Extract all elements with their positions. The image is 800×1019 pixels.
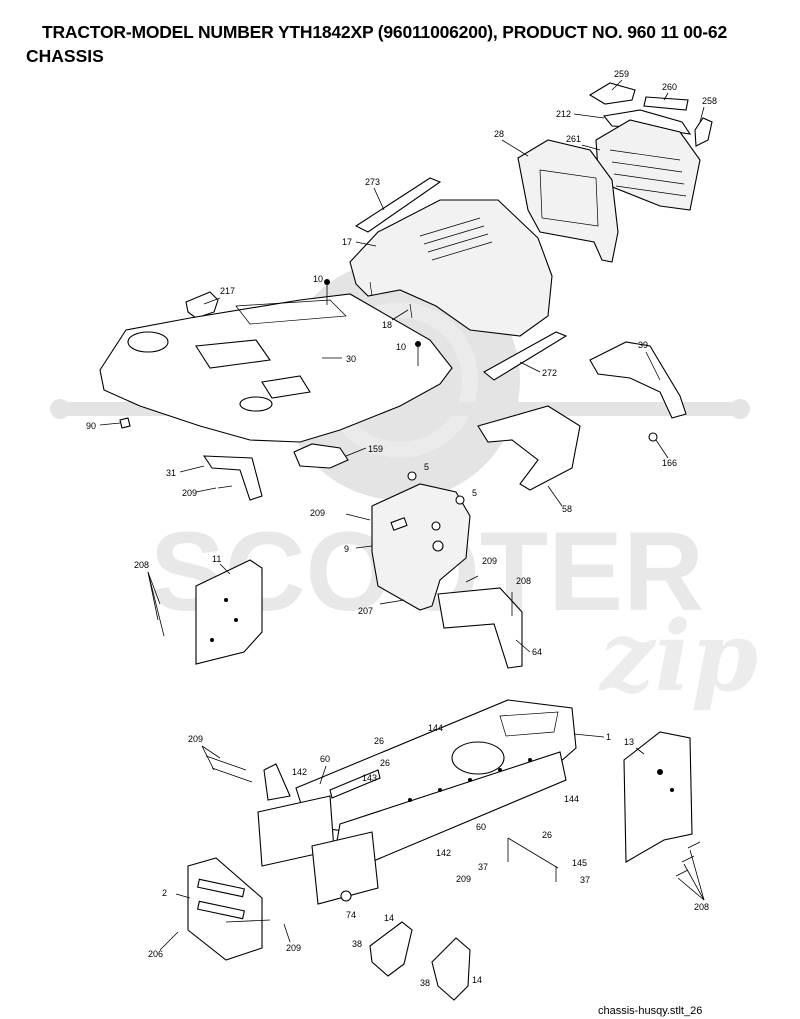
- callout: 212: [556, 109, 571, 119]
- cup-holder: [127, 331, 169, 353]
- callout: 26: [380, 758, 390, 768]
- screw-10-b: [415, 341, 421, 347]
- fender-assembly: [99, 279, 687, 669]
- callout: 39: [638, 340, 648, 350]
- plate-142-b: [311, 831, 379, 905]
- vent-strip-273: [354, 177, 442, 233]
- callout: 11: [212, 554, 221, 564]
- bar-143: [329, 769, 381, 799]
- callout: 9: [344, 544, 349, 554]
- callout: 259: [614, 69, 629, 79]
- bracket-38-a: [369, 921, 413, 977]
- callout: 14: [472, 975, 482, 985]
- callout: 74: [346, 910, 356, 920]
- callout: 209: [182, 488, 197, 498]
- callout: 38: [420, 978, 430, 988]
- callout: 60: [320, 754, 330, 764]
- callout: 261: [566, 134, 581, 144]
- callout: 2: [162, 888, 167, 898]
- heat-shield-58: [477, 405, 581, 491]
- watermark-script: zip: [598, 600, 758, 713]
- callout: 30: [346, 354, 356, 364]
- callout: 10: [396, 342, 406, 352]
- frame-assembly: [187, 699, 701, 1001]
- callout: 159: [368, 444, 383, 454]
- callout: 209: [456, 874, 471, 884]
- dash-panel: [195, 339, 271, 369]
- callout: 31: [166, 468, 176, 478]
- cup-159: [293, 443, 349, 469]
- callout: 208: [134, 560, 149, 570]
- callout: 5: [472, 488, 477, 498]
- fender-30: [99, 293, 453, 443]
- emblem-260: [643, 96, 689, 111]
- callout: 260: [662, 82, 677, 92]
- hood-assembly: [349, 82, 713, 381]
- nut-90: [119, 417, 131, 429]
- callout: 143: [362, 773, 377, 783]
- callout: 209: [286, 943, 301, 953]
- callout: 37: [580, 875, 590, 885]
- bracket-64: [437, 587, 523, 669]
- callout: 258: [702, 96, 717, 106]
- callout: 26: [542, 830, 552, 840]
- callout: 209: [310, 508, 325, 518]
- callout: 142: [292, 767, 307, 777]
- callout: 209: [188, 734, 203, 744]
- grille-side-258: [694, 117, 713, 147]
- callout: 28: [494, 129, 504, 139]
- file-reference: chassis-husqy.stlt_26: [598, 1005, 703, 1017]
- plate-13: [623, 731, 693, 863]
- callout: 37: [478, 862, 488, 872]
- callout: 208: [694, 902, 709, 912]
- callout: 10: [313, 274, 323, 284]
- callout: 18: [382, 320, 392, 330]
- nut-166: [648, 432, 658, 442]
- louver-212: [602, 109, 692, 135]
- callout: 144: [564, 794, 579, 804]
- bracket-38-b: [431, 937, 471, 1001]
- callout: 207: [358, 606, 373, 616]
- handle-217: [185, 291, 219, 319]
- dash-9: [371, 483, 471, 611]
- callout: 60: [476, 822, 486, 832]
- screw-10-a: [324, 279, 330, 285]
- callout: 144: [428, 723, 443, 733]
- callout: 209: [482, 556, 497, 566]
- page-title: TRACTOR-MODEL NUMBER YTH1842XP (96011006…: [42, 22, 727, 42]
- page-subtitle: CHASSIS: [26, 46, 104, 66]
- bracket-39: [589, 341, 687, 419]
- hood-17: [349, 199, 553, 337]
- headlight-lens-259: [588, 82, 636, 105]
- fastener-5-b: [455, 495, 465, 505]
- side-vent-272: [483, 331, 568, 381]
- bracket-31: [202, 455, 263, 501]
- callout: 14: [384, 913, 394, 923]
- callout: 217: [220, 286, 235, 296]
- callout: 206: [148, 949, 163, 959]
- console-opening: [261, 375, 311, 399]
- fastener-5-a: [407, 471, 417, 481]
- callout: 90: [86, 421, 96, 431]
- callout: 273: [365, 177, 380, 187]
- callout: 38: [352, 939, 362, 949]
- spacer-74: [340, 890, 352, 902]
- callout: 142: [436, 848, 451, 858]
- callout: 145: [572, 858, 587, 868]
- callout: 58: [562, 504, 572, 514]
- callout: 17: [342, 237, 352, 247]
- callout: 166: [662, 458, 677, 468]
- leader-lines: [99, 79, 705, 951]
- callout: 272: [542, 368, 557, 378]
- callout: 26: [374, 736, 384, 746]
- callout: 1: [606, 732, 611, 742]
- callout-labels: 259 260 258 212 28 261 273 17 10 217 18 …: [86, 69, 717, 988]
- callout: 64: [532, 647, 542, 657]
- callout: 5: [424, 462, 429, 472]
- callout: 13: [624, 737, 634, 747]
- callout: 208: [516, 576, 531, 586]
- side-plate-11: [195, 559, 263, 665]
